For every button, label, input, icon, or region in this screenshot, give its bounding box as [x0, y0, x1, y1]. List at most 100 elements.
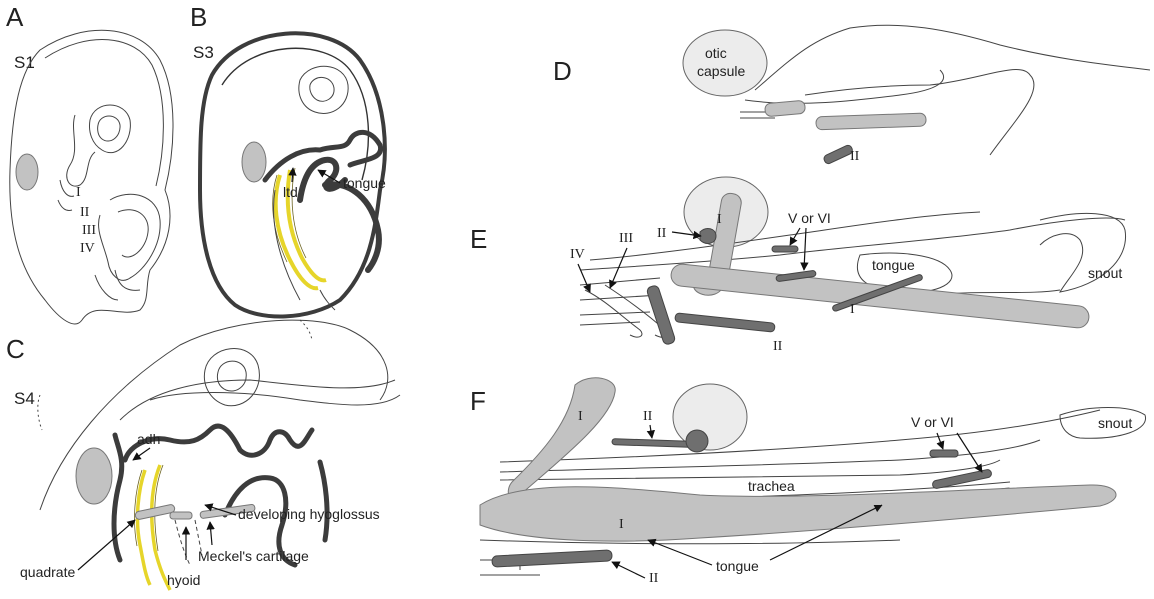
panel-a-arch-label-2: II [80, 205, 90, 220]
panel-c-optic-outer [204, 349, 259, 406]
panel-b-optic-inner [310, 77, 334, 101]
panel-a-eye-placode [16, 154, 38, 190]
panel-a: A S1 I II III IV [6, 2, 173, 324]
panel-e-letter: E [470, 224, 487, 254]
panel-e-muscle-V-1 [772, 246, 798, 252]
panel-f-trachea-label: trachea [748, 478, 795, 494]
panel-f-muscle-II-blob [686, 430, 708, 452]
panel-b-tongue-label: tongue [343, 175, 386, 191]
panel-b-tongue-shape [300, 160, 345, 200]
panel-a-heart-outer [99, 194, 161, 280]
panel-b: B S3 ltd tongue [190, 2, 386, 316]
panel-f-snout-label: snout [1098, 415, 1132, 431]
panel-d-label-II: II [850, 149, 860, 164]
panel-f-letter: F [470, 386, 486, 416]
panel-e-label-III: III [619, 231, 633, 246]
panel-a-arch-label-4: IV [80, 241, 95, 256]
panel-e-V-arrow-1 [790, 228, 800, 245]
panel-d-muscle-2 [816, 113, 926, 130]
panel-f-muscle-V-1 [930, 450, 958, 457]
panel-c-dotted-outline [38, 320, 312, 430]
panel-a-arch-2 [58, 200, 72, 211]
panel-f-label-I-lower: I [619, 517, 624, 532]
panel-b-optic-outer [299, 66, 348, 113]
panel-e-muscle-II-long [675, 313, 775, 332]
panel-e-skull-1 [590, 212, 980, 260]
panel-b-eye-placode [242, 142, 266, 182]
panel-a-arch-label-3: III [82, 223, 96, 238]
panel-b-letter: B [190, 2, 207, 32]
panel-f-II-lower-arrow [612, 562, 645, 578]
panel-d: D otic capsule II [553, 25, 1150, 165]
panel-a-optic-inner [98, 116, 120, 141]
panel-e-label-I-top: I [717, 212, 722, 227]
panel-c-jaw-line [114, 435, 122, 560]
panel-c-quadrate-arrow [78, 520, 135, 570]
panel-d-otic-label-2: capsule [697, 63, 745, 79]
panel-e-IV-arrow [578, 264, 590, 292]
panel-f-label-I-top: I [578, 409, 583, 424]
panel-e-V-arrow-2 [804, 228, 806, 270]
panel-b-ltd-label: ltd [283, 184, 298, 200]
panel-c: C S4 adh developing hyoglossus Meckel's … [6, 320, 400, 590]
panel-e: E I I II II III IV V or VI tongue snout [470, 177, 1126, 354]
panel-a-arch-1 [60, 180, 74, 196]
panel-e-muscle-II [646, 285, 676, 346]
panel-e-label-V-or-VI: V or VI [788, 210, 831, 226]
panel-d-letter: D [553, 56, 572, 86]
panel-a-stage: S1 [14, 53, 35, 72]
panel-d-head-line-3 [745, 70, 944, 103]
panel-a-pharynx [67, 115, 95, 186]
panel-f-V-arrow-2 [957, 433, 982, 472]
panel-c-adh-arrow [133, 448, 150, 460]
panel-f-otic-capsule [673, 384, 747, 450]
panel-f-V-arrow-1 [937, 433, 943, 449]
panel-f-muscle-II-lower [492, 550, 612, 567]
panel-d-head-line-1 [755, 25, 1150, 90]
panel-b-stage: S3 [193, 43, 214, 62]
panel-e-label-II: II [657, 226, 667, 241]
panel-c-adh-label: adh [137, 431, 160, 447]
panel-f-II-arrow [650, 425, 652, 438]
panel-a-inner-outline [45, 40, 163, 186]
panel-b-cartilage-inner [274, 190, 335, 310]
panel-a-arch-label-1: I [76, 185, 81, 200]
panel-f-label-II-lower: II [649, 571, 659, 586]
panel-f-muscle-I-long [480, 485, 1116, 541]
panel-a-optic-outer [90, 105, 131, 153]
panel-d-head-line-2 [805, 70, 1034, 155]
panel-c-hyoid-bar [170, 512, 192, 519]
panel-e-snout-label: snout [1088, 265, 1122, 281]
panel-c-optic-inner [217, 361, 246, 391]
panel-c-brain-line [150, 393, 400, 406]
panel-b-mandible [325, 184, 379, 270]
panel-c-meckel-label: Meckel's cartilage [198, 548, 309, 564]
panel-c-cartilage-1 [138, 470, 150, 585]
panel-e-tongue-label: tongue [872, 257, 915, 273]
panel-a-ventral [95, 270, 140, 300]
panel-a-heart-inner [118, 210, 148, 257]
panel-f-label-II: II [643, 409, 653, 424]
panel-f-tongue-label: tongue [716, 558, 759, 574]
panel-f-muscle-II [612, 439, 692, 448]
panel-c-quadrate-label: quadrate [20, 564, 75, 580]
panel-d-muscle-1 [765, 100, 806, 116]
panel-c-hyoglossus-label: developing hyoglossus [238, 506, 380, 522]
panel-e-arch-lines [580, 278, 660, 325]
panel-c-stage: S4 [14, 389, 35, 408]
panel-c-letter: C [6, 334, 25, 364]
panel-d-otic-label-1: otic [705, 45, 727, 61]
panel-f-label-V-or-VI: V or VI [911, 414, 954, 430]
panel-a-letter: A [6, 2, 24, 32]
panel-e-muscle-II-blob [700, 229, 716, 244]
panel-f-muscle-I-vertical [508, 378, 615, 499]
panel-f: F I I II II V or VI trachea tongue snout [470, 378, 1146, 586]
panel-e-label-II-lower: II [773, 339, 783, 354]
panel-f-line-5 [480, 540, 900, 544]
panel-c-meckel-arrow [210, 522, 212, 545]
panel-e-label-I-lower: I [850, 302, 855, 317]
panel-c-hyoid-label: hyoid [167, 572, 200, 588]
panel-c-eye-placode [76, 448, 112, 504]
panel-f-line-2 [500, 440, 1040, 472]
